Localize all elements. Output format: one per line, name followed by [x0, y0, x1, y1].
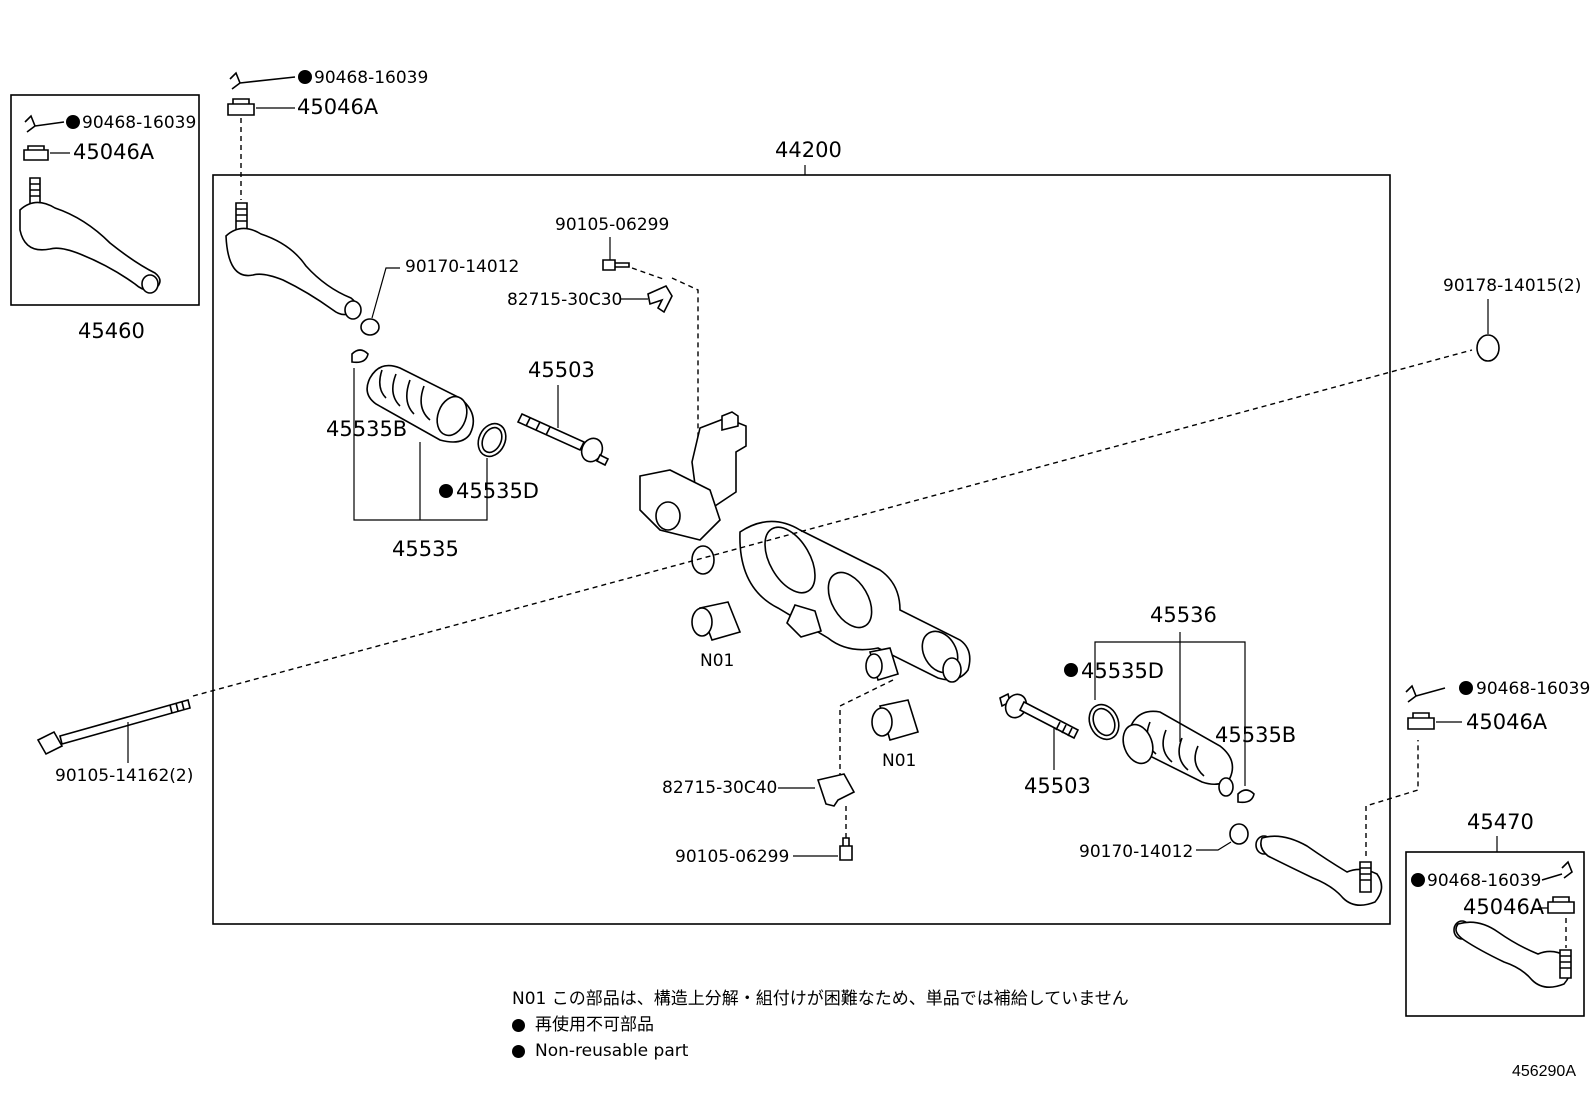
castle-nut-icon [227, 98, 255, 116]
bushing-left-icon [691, 601, 742, 641]
label-nut-lh-bottom[interactable]: 90170-14012 [1079, 842, 1193, 862]
nut-icon [1229, 823, 1249, 845]
tie-rod-end-left-icon [19, 177, 161, 294]
label-nut-big-right[interactable]: 90178-14015(2) [1443, 276, 1581, 296]
boot-right-icon [1122, 710, 1234, 797]
tie-rod-end-box-right-icon [1453, 920, 1572, 988]
tie-rod-end-lh-icon [1255, 835, 1383, 906]
tie-rod-end-rh-icon [225, 202, 362, 320]
note-n01: N01 この部品は、構造上分解・組付けが困難なため、単品では補給していません [512, 986, 1129, 1012]
cotter-pin-icon [1405, 684, 1446, 703]
note-nonreusable-en-text: Non-reusable part [535, 1041, 689, 1061]
castle-nut-icon [23, 145, 49, 161]
diagram-notes: N01 この部品は、構造上分解・組付けが困難なため、単品では補給していません 再… [512, 986, 1129, 1064]
label-box-right-nut[interactable]: 45046A [1463, 895, 1545, 919]
nut-large-icon [1476, 334, 1500, 362]
detail-box-right [1405, 851, 1585, 1017]
label-45460[interactable]: 45460 [78, 319, 145, 343]
label-clip-right[interactable]: 45535B [1215, 723, 1296, 747]
label-bolt-small-top[interactable]: 90105-06299 [555, 215, 669, 235]
label-box-right-cotter[interactable]: 90468-16039 [1427, 871, 1541, 891]
label-boot-kit-right[interactable]: 45536 [1150, 603, 1217, 627]
note-nonreusable-en: Non-reusable part [512, 1038, 1129, 1064]
label-bushing-right[interactable]: N01 [882, 751, 916, 771]
bolt-icon [839, 837, 853, 861]
clamp-icon [1088, 703, 1120, 741]
diagram-code: 456290A [1511, 1063, 1576, 1080]
clip-icon [1237, 789, 1255, 804]
label-castle-nut-right[interactable]: 45046A [1466, 710, 1548, 734]
nonreusable-dot [512, 1018, 525, 1032]
label-cotter-right[interactable]: 90468-16039 [1476, 679, 1590, 699]
label-bushing-left[interactable]: N01 [700, 651, 734, 671]
label-nut-rh-top[interactable]: 90170-14012 [405, 257, 519, 277]
steering-gear-housing-icon [639, 411, 971, 683]
castle-nut-icon [1547, 896, 1575, 914]
nonreusable-dot [298, 70, 312, 84]
label-clamp-left[interactable]: 45535D [456, 479, 539, 503]
note-nonreusable-jp: 再使用不可部品 [512, 1012, 1129, 1038]
label-castle-nut-top[interactable]: 45046A [297, 95, 379, 119]
label-bolt-small-bottom[interactable]: 90105-06299 [675, 847, 789, 867]
nut-icon [360, 318, 380, 336]
castle-nut-icon [1407, 712, 1435, 730]
label-44200[interactable]: 44200 [775, 138, 842, 162]
nonreusable-dot [512, 1044, 525, 1058]
detail-box-left [10, 94, 200, 306]
rack-end-right-icon [999, 692, 1080, 740]
label-rack-end-left[interactable]: 45503 [528, 358, 595, 382]
cotter-pin-icon [1541, 860, 1573, 881]
boot-left-icon [366, 364, 475, 443]
label-box-left-nut[interactable]: 45046A [73, 140, 155, 164]
label-bracket-bottom[interactable]: 82715-30C40 [662, 778, 777, 798]
bolt-icon [602, 259, 630, 271]
note-n01-text: N01 この部品は、構造上分解・組付けが困難なため、単品では補給していません [512, 989, 1129, 1009]
rack-end-left-icon [516, 412, 610, 467]
long-bolt-icon [36, 699, 191, 756]
nonreusable-dot [1459, 681, 1473, 695]
label-long-bolt[interactable]: 90105-14162(2) [55, 766, 193, 786]
bushing-right-icon [871, 699, 920, 741]
label-clamp-right[interactable]: 45535D [1081, 659, 1164, 683]
label-boot-kit-left[interactable]: 45535 [392, 537, 459, 561]
label-box-left-cotter[interactable]: 90468-16039 [82, 113, 196, 133]
clamp-icon [477, 422, 507, 458]
note-nonreusable-jp-text: 再使用不可部品 [535, 1015, 654, 1035]
nonreusable-dot [1064, 663, 1078, 677]
cotter-pin-icon [229, 71, 296, 90]
nonreusable-dot [1411, 873, 1425, 887]
cotter-pin-icon [24, 114, 65, 133]
label-45470[interactable]: 45470 [1467, 810, 1534, 834]
label-bracket-top[interactable]: 82715-30C30 [507, 290, 622, 310]
label-clip-left[interactable]: 45535B [326, 417, 407, 441]
clip-icon [351, 349, 369, 364]
label-rack-end-right[interactable]: 45503 [1024, 774, 1091, 798]
assembly-frame [212, 174, 1391, 925]
bracket-icon [816, 773, 856, 807]
nonreusable-dot [66, 115, 80, 129]
label-cotter-top[interactable]: 90468-16039 [314, 68, 428, 88]
nonreusable-dot [439, 484, 453, 498]
bracket-icon [647, 284, 673, 314]
